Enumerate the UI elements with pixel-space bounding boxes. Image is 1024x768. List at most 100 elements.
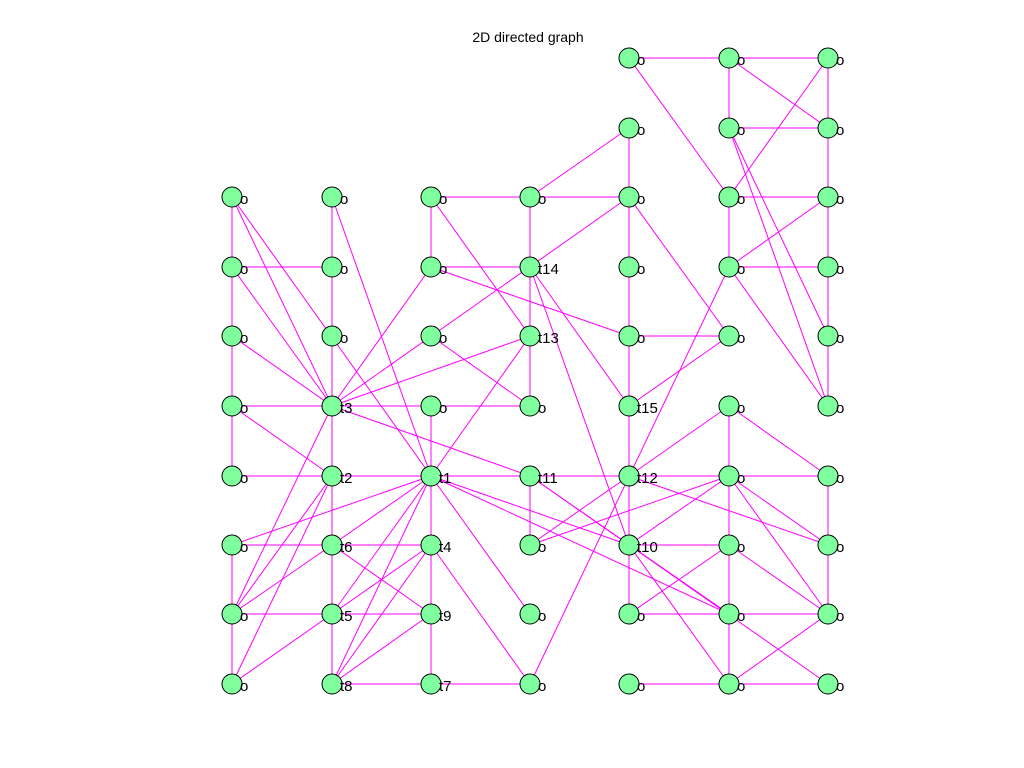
edge-r6c2-r8c3: [430, 475, 530, 614]
node-r9c5: [718, 673, 740, 695]
node-r1c6: [817, 117, 839, 139]
node-r6c2: [420, 465, 442, 487]
node-r6c5: [718, 465, 740, 487]
node-label: o: [240, 539, 248, 556]
node-r6c4: [618, 465, 640, 487]
node-r4c0: [221, 325, 243, 347]
node-label: o: [836, 470, 844, 487]
node-label: t6: [340, 539, 353, 556]
node-r5c6: [817, 395, 839, 417]
edge-r6c2-r8c1: [332, 475, 432, 614]
edge-r5c1-r2c4: [331, 197, 629, 407]
node-r5c2: [420, 395, 442, 417]
node-r7c5: [718, 534, 740, 556]
node-r4c1: [321, 325, 343, 347]
node-label: t10: [637, 539, 658, 556]
node-label: o: [836, 608, 844, 625]
node-r5c3: [519, 395, 541, 417]
node-label: t12: [637, 470, 658, 487]
node-r2c4: [618, 186, 640, 208]
node-r8c6: [817, 603, 839, 625]
node-r6c3: [519, 465, 541, 487]
node-label: o: [240, 678, 248, 695]
node-label: t8: [340, 678, 353, 695]
node-r5c4: [618, 395, 640, 417]
node-label: o: [836, 122, 844, 139]
node-r8c3: [519, 603, 541, 625]
node-label: o: [637, 261, 645, 278]
edge-r3c0-r5c1: [231, 266, 332, 406]
node-label: t1: [439, 470, 452, 487]
node-r6c0: [221, 465, 243, 487]
node-label: o: [439, 330, 447, 347]
edge-r5c1-r4c3: [331, 336, 530, 407]
node-label: o: [538, 400, 546, 417]
edge-r6c5-r7c4: [629, 475, 730, 545]
edge-r7c5-r8c6: [728, 544, 828, 614]
edge-r7c1-r8c0: [232, 544, 333, 614]
edge-r1c4-r2c3: [530, 127, 630, 197]
edge-r5c5-r6c4: [629, 405, 730, 476]
node-label: o: [340, 191, 348, 208]
node-label: o: [340, 330, 348, 347]
node-label: o: [637, 608, 645, 625]
node-r3c5: [718, 256, 740, 278]
node-r1c4: [618, 117, 640, 139]
node-label: o: [439, 261, 447, 278]
node-label: o: [737, 122, 745, 139]
node-label: t5: [340, 608, 353, 625]
node-label: o: [637, 330, 645, 347]
edge-r7c2-r8c1: [332, 544, 432, 614]
node-label: o: [637, 191, 645, 208]
node-r3c1: [321, 256, 343, 278]
edge-r6c5-r8c6: [728, 475, 828, 614]
node-r9c4: [618, 673, 640, 695]
node-r8c5: [718, 603, 740, 625]
node-label: t7: [439, 678, 452, 695]
node-label: o: [340, 261, 348, 278]
edge-r7c4-r9c5: [628, 544, 729, 684]
node-r1c5: [718, 117, 740, 139]
edge-r7c2-r9c1: [332, 544, 432, 684]
node-r9c1: [321, 673, 343, 695]
node-r6c1: [321, 465, 343, 487]
node-r5c1: [321, 395, 343, 417]
node-label: o: [737, 191, 745, 208]
node-label: o: [439, 191, 447, 208]
node-label: o: [637, 52, 645, 69]
node-label: t9: [439, 608, 452, 625]
node-r3c0: [221, 256, 243, 278]
node-label: o: [836, 52, 844, 69]
edge-r0c5-r1c6: [728, 57, 828, 128]
edge-r6c2-r8c5: [430, 475, 729, 614]
edge-r8c2-r9c1: [332, 613, 432, 684]
node-r5c5: [718, 395, 740, 417]
edge-r3c2-r5c1: [332, 266, 432, 406]
node-label: t4: [439, 539, 452, 556]
edge-r1c5-r5c6: [728, 127, 828, 406]
node-r8c4: [618, 603, 640, 625]
node-r0c5: [718, 47, 740, 69]
edge-r6c4-r7c6: [628, 475, 828, 545]
node-label: t11: [538, 470, 558, 487]
node-r0c4: [618, 47, 640, 69]
node-r7c2: [420, 534, 442, 556]
node-label: o: [737, 470, 745, 487]
node-label: o: [240, 470, 248, 487]
node-label: o: [637, 122, 645, 139]
node-label: o: [637, 678, 645, 695]
node-label: o: [737, 52, 745, 69]
node-r5c0: [221, 395, 243, 417]
node-r6c6: [817, 465, 839, 487]
node-label: o: [836, 191, 844, 208]
node-r3c4: [618, 256, 640, 278]
node-r2c3: [519, 186, 541, 208]
node-label: o: [836, 330, 844, 347]
node-r2c1: [321, 186, 343, 208]
edge-r5c1-r8c0: [232, 405, 333, 614]
node-r8c2: [420, 603, 442, 625]
node-label: o: [836, 539, 844, 556]
node-r0c6: [817, 47, 839, 69]
edge-r5c5-r6c6: [728, 405, 828, 476]
edge-r3c2-r4c4: [430, 266, 629, 336]
